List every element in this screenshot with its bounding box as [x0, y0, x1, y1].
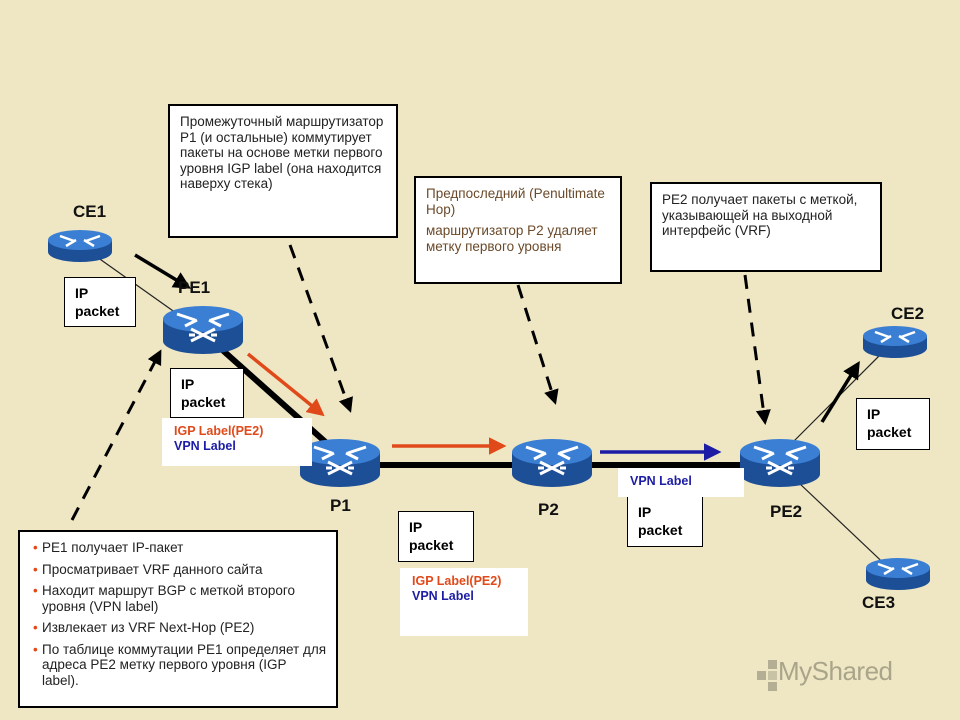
label-stack-p1-p2: IGP Label(PE2) VPN Label	[400, 568, 528, 636]
arrow-ce1-to-pe1	[134, 253, 191, 289]
note-p1-switching: Промежуточный маршрутизатор P1 (и осталь…	[168, 104, 398, 238]
vpn-label: VPN Label	[630, 474, 692, 488]
vpn-label: VPN Label	[412, 589, 474, 603]
igp-label: IGP Label(PE2)	[174, 424, 264, 438]
ip-packet-pe2: IP packet	[856, 398, 930, 450]
list-item: По таблице коммутации PE1 определяет для…	[33, 642, 326, 689]
vpn-label: VPN Label	[174, 439, 236, 453]
note-p2-penultimate-hop: Предпоследний (Penultimate Hop) маршрути…	[414, 176, 622, 284]
callout-arrow-pe2	[743, 274, 771, 425]
ip-packet-pe1: IP packet	[170, 368, 244, 418]
ip-packet-ce1: IP packet	[64, 277, 136, 327]
callout-arrow-p2	[516, 284, 559, 405]
node-label-pe1: PE1	[178, 278, 211, 297]
router-ce3-icon	[864, 556, 932, 592]
ip-packet-p2: IP packet	[627, 496, 703, 547]
note-pe2-receive: PE2 получает пакеты с меткой, указывающе…	[650, 182, 882, 272]
list-item: PE1 получает IP-пакет	[33, 540, 326, 556]
watermark-text: MyShared	[778, 656, 893, 686]
arrow-pe2-to-ce2	[820, 361, 860, 423]
label-stack-p2-pe2: VPN Label	[618, 468, 744, 497]
router-pe1-icon	[161, 304, 245, 356]
watermark-logo-icon	[757, 660, 777, 691]
list-item: Извлекает из VRF Next-Hop (PE2)	[33, 620, 326, 636]
callout-arrow-p1	[288, 244, 353, 413]
node-label-ce1: CE1	[73, 202, 107, 221]
router-pe2-icon	[738, 437, 822, 489]
node-label-p1: P1	[330, 496, 351, 515]
arrow-igp-pe1-to-p1	[246, 352, 325, 417]
node-label-pe2: PE2	[770, 502, 803, 521]
router-p2-icon	[510, 437, 594, 489]
router-p1-icon	[298, 437, 382, 489]
node-label-ce3: CE3	[862, 593, 896, 612]
pe1-steps-list: PE1 получает IP-пакет Просматривает VRF …	[33, 540, 326, 689]
router-ce2-icon	[861, 324, 929, 360]
callout-arrow-pe1	[70, 349, 162, 521]
list-item: Находит маршрут BGP с меткой второго уро…	[33, 583, 326, 614]
node-label-p2: P2	[538, 500, 559, 519]
router-ce1-icon	[46, 228, 114, 264]
label-stack-pe1-p1: IGP Label(PE2) VPN Label	[162, 418, 312, 466]
ip-packet-p1: IP packet	[398, 511, 474, 562]
node-label-ce2: CE2	[891, 304, 925, 323]
list-item: Просматривает VRF данного сайта	[33, 562, 326, 578]
note-pe1-steps: PE1 получает IP-пакет Просматривает VRF …	[18, 530, 338, 708]
igp-label: IGP Label(PE2)	[412, 574, 502, 588]
